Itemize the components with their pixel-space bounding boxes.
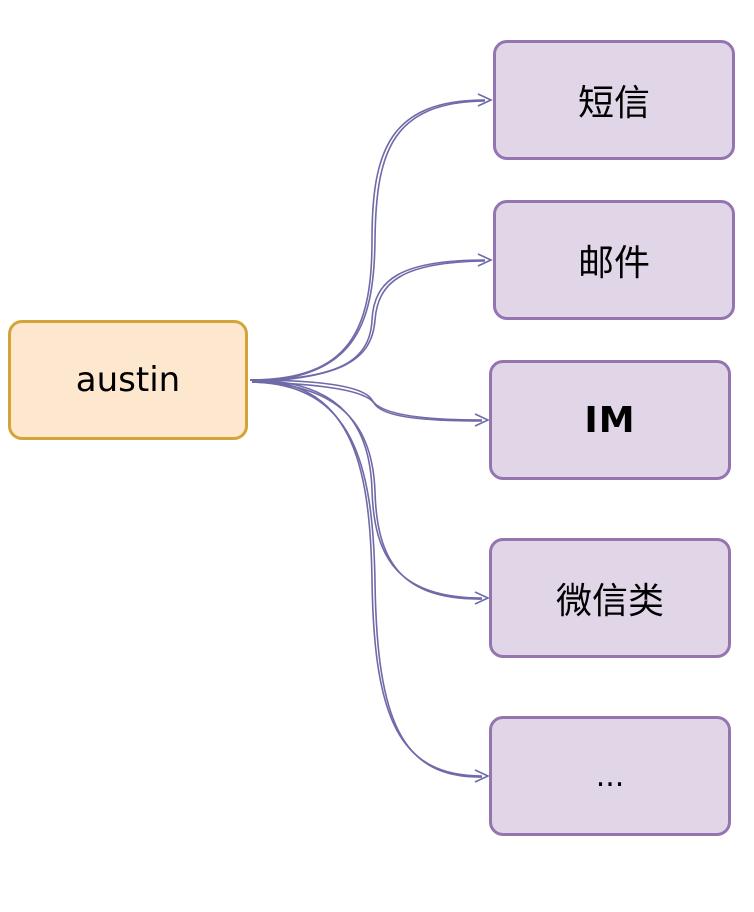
arrowhead-wechat: [474, 591, 490, 605]
node-wechat-label: 微信类: [555, 581, 664, 622]
node-more: ...: [489, 716, 731, 836]
arrowhead-mail: [477, 253, 493, 267]
node-im: IM: [489, 360, 731, 480]
node-mail: 邮件: [493, 200, 735, 320]
node-more-label: ...: [595, 758, 625, 794]
edge-austin-to-sms: [249, 93, 493, 383]
arrowhead-sms: [477, 93, 493, 107]
node-austin-label: austin: [75, 360, 181, 400]
node-sms-label: 短信: [577, 83, 650, 124]
node-sms: 短信: [493, 40, 735, 160]
node-im-label: IM: [584, 399, 636, 441]
node-austin: austin: [8, 320, 248, 440]
node-wechat: 微信类: [489, 538, 731, 658]
edge-austin-to-im: [249, 379, 490, 427]
node-mail-label: 邮件: [577, 243, 650, 284]
edge-austin-to-wechat: [249, 379, 490, 605]
edge-austin-to-more: [249, 379, 490, 783]
edge-austin-to-mail: [249, 253, 493, 383]
arrowhead-im: [474, 413, 490, 427]
arrowhead-more: [474, 769, 490, 783]
